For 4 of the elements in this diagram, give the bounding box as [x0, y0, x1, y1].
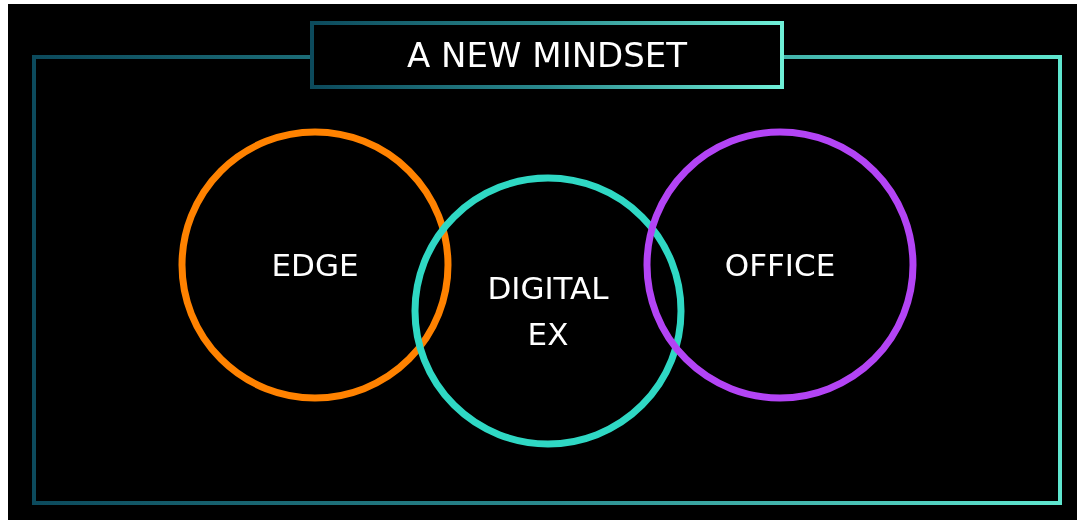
circle-label: EDGE — [270, 246, 360, 285]
title-banner: A NEW MINDSET — [310, 21, 784, 89]
circle-label: OFFICE — [723, 246, 837, 285]
circle-label: DIGITAL EX — [486, 269, 610, 354]
